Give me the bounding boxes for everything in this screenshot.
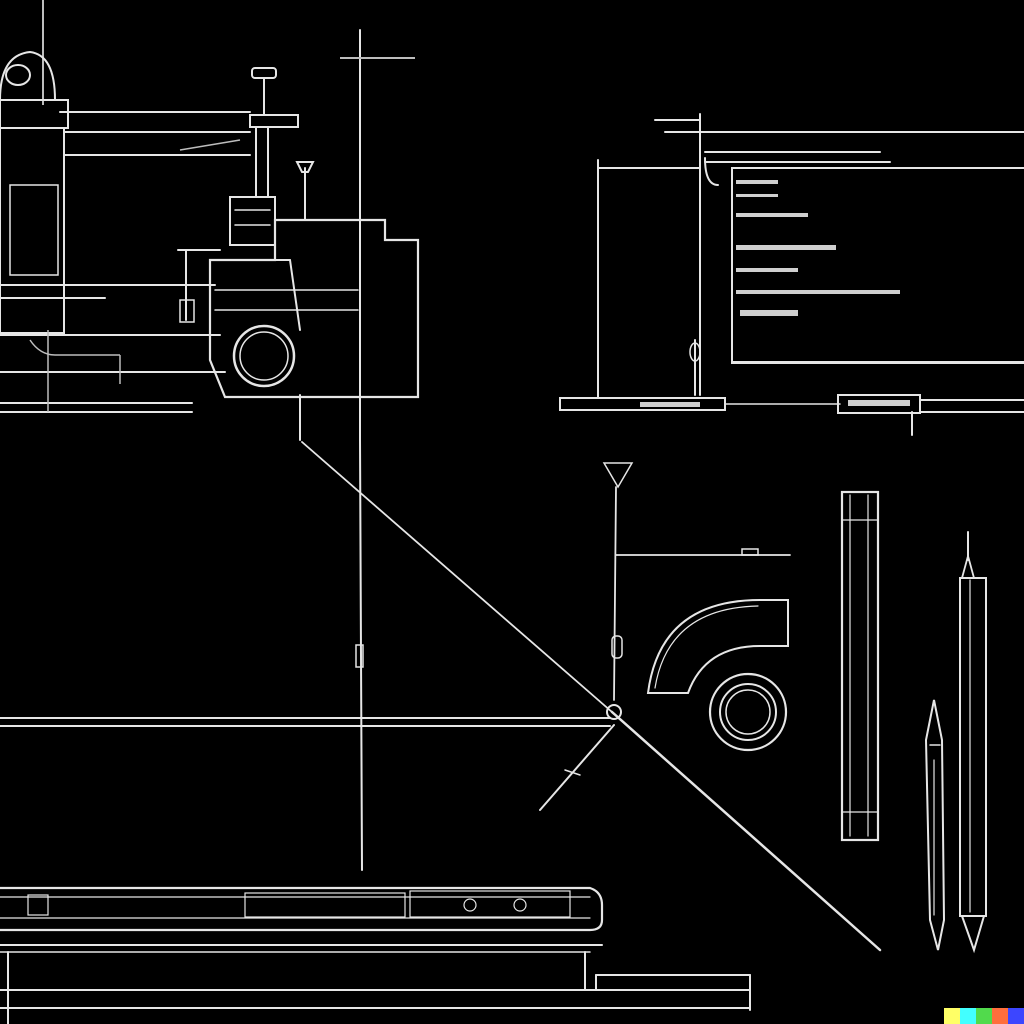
tall-ruler-part [840,490,880,842]
curved-bracket-part [646,599,789,694]
construction-lines [0,439,882,952]
watermark-swatch [960,1008,976,1024]
pencil-left [924,699,946,951]
bearing-ring-part [708,672,788,752]
watermark-swatch [976,1008,992,1024]
machine-assembly-drawing [0,0,420,441]
pencil-right [959,531,987,954]
spec-panel-drawing [559,113,1024,436]
cross-section-bar [0,886,751,1024]
watermark-swatch [944,1008,960,1024]
watermark-swatch [992,1008,1008,1024]
color-strip-watermark [944,1008,1024,1024]
watermark-swatch [1008,1008,1024,1024]
